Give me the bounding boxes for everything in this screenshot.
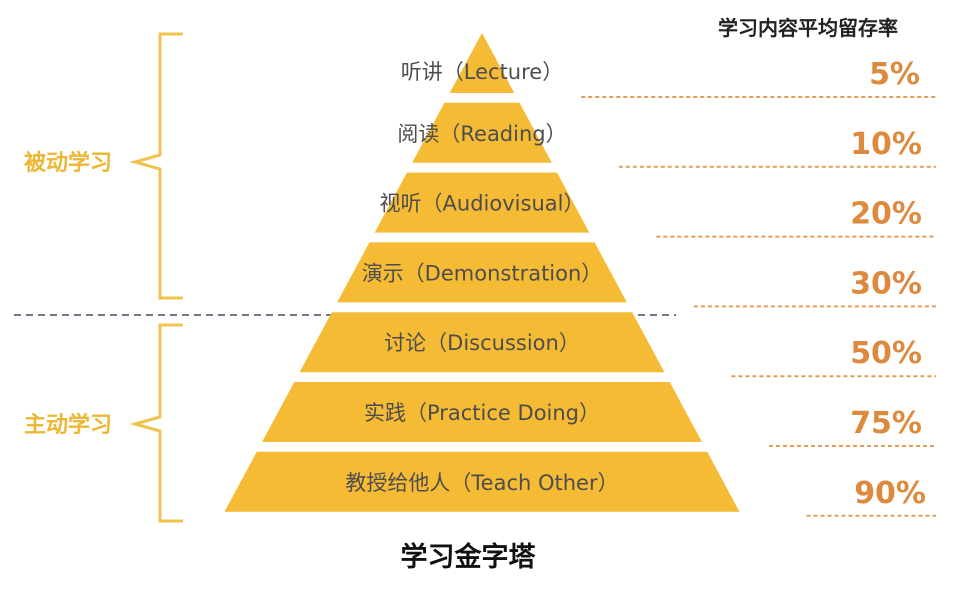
retention-percent: 5% — [869, 57, 920, 92]
band-label: 讨论（Discussion） — [384, 331, 580, 355]
pyramid-band — [374, 172, 590, 233]
pyramid-band — [449, 33, 515, 93]
retention-percent: 10% — [850, 127, 922, 162]
active-group-brace — [129, 323, 183, 523]
diagram-title: 学习金字塔 — [401, 541, 537, 573]
band-label: 实践（Practice Doing） — [364, 401, 600, 425]
pyramid-band — [262, 382, 702, 442]
pyramid-levels: 听讲（Lecture） 5% 阅读（Reading） 10% 视听（Audiovisua… — [224, 33, 936, 517]
retention-percent: 30% — [850, 266, 922, 301]
active-group-label: 主动学习 — [24, 412, 112, 438]
pyramid-band — [337, 242, 627, 303]
pyramid-band — [412, 102, 552, 163]
band-label: 阅读（Reading） — [397, 122, 566, 146]
band-label: 教授给他人（Teach Other） — [345, 471, 618, 495]
retention-percent: 20% — [850, 197, 922, 232]
band-label: 视听（Audiovisual） — [380, 192, 585, 216]
passive-group-label: 被动学习 — [24, 150, 112, 176]
band-label: 听讲（Lecture） — [401, 60, 563, 84]
pyramid-band — [224, 451, 740, 512]
band-label: 演示（Demonstration） — [362, 261, 603, 285]
pyramid-band — [299, 312, 665, 373]
passive-group-brace — [129, 32, 183, 300]
retention-percent: 50% — [850, 336, 922, 371]
retention-percent: 90% — [854, 476, 926, 511]
retention-percent: 75% — [850, 406, 922, 441]
retention-header: 学习内容平均留存率 — [718, 16, 898, 40]
